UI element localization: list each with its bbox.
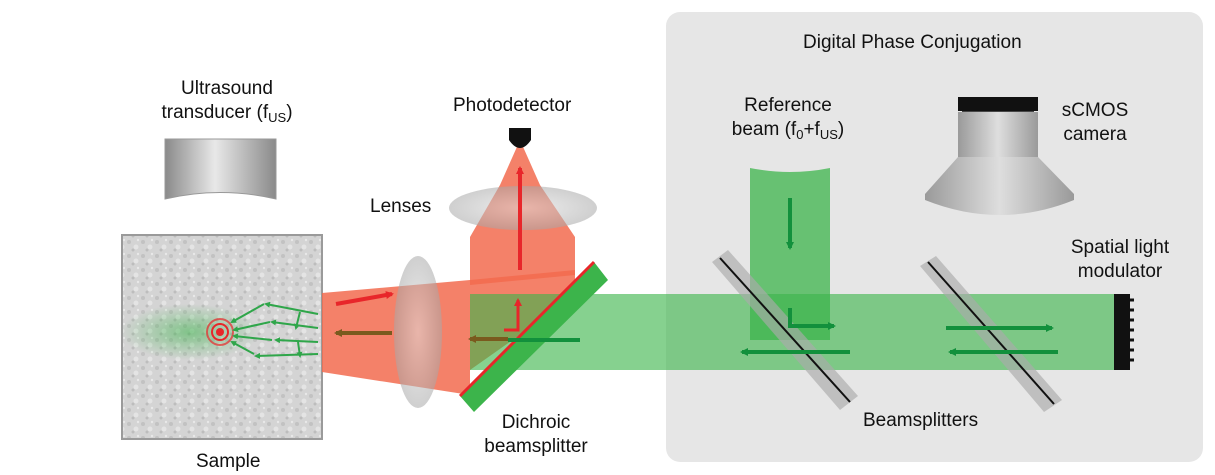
scmos-camera bbox=[925, 97, 1074, 215]
camera-label-line1: sCMOS bbox=[1061, 100, 1129, 121]
dichroic-beamsplitter bbox=[458, 260, 608, 412]
slm-label: Spatial light modulator bbox=[1052, 236, 1188, 284]
sample-green-glow bbox=[120, 304, 260, 360]
ultrasound-transducer bbox=[164, 138, 277, 200]
camera-label-line2: camera bbox=[1063, 124, 1127, 145]
photodetector-label: Photodetector bbox=[453, 95, 572, 116]
transducer-label-line2: transducer (fUS) bbox=[161, 102, 293, 125]
red-arrow-into-optics bbox=[335, 291, 394, 306]
slm-label-line1: Spatial light bbox=[1070, 237, 1170, 258]
camera-label: sCMOS camera bbox=[1052, 99, 1138, 147]
sample-green-rays bbox=[230, 301, 319, 359]
reference-beam-label: Reference beam (f0+fUS) bbox=[718, 94, 858, 142]
dpc-title: Digital Phase Conjugation bbox=[803, 32, 1022, 53]
lenses-label: Lenses bbox=[370, 196, 432, 217]
transducer-label: Ultrasound transducer (fUS) bbox=[157, 77, 297, 125]
spatial-light-modulator bbox=[1114, 294, 1134, 370]
reference-label-line1: Reference bbox=[744, 95, 832, 116]
sample-label: Sample bbox=[196, 451, 261, 472]
transducer-label-line1: Ultrasound bbox=[181, 78, 273, 99]
green-arrow-ref-turn bbox=[788, 308, 836, 330]
lens-horizontal bbox=[449, 186, 597, 230]
reference-label-line2: beam (f0+fUS) bbox=[731, 119, 845, 142]
dichroic-label-line2: beamsplitter bbox=[484, 436, 588, 457]
red-arrow-bend bbox=[504, 298, 522, 332]
reference-beam bbox=[750, 168, 830, 340]
lens-vertical bbox=[394, 256, 442, 408]
photodetector-icon bbox=[509, 128, 531, 148]
slm-label-line2: modulator bbox=[1077, 261, 1163, 282]
beamsplitter-2 bbox=[920, 256, 1062, 412]
beamsplitters-label: Beamsplitters bbox=[863, 410, 979, 431]
beamsplitter-1 bbox=[712, 250, 858, 410]
dichroic-label-line1: Dichroic bbox=[501, 412, 571, 433]
dichroic-label: Dichroic beamsplitter bbox=[468, 411, 604, 459]
